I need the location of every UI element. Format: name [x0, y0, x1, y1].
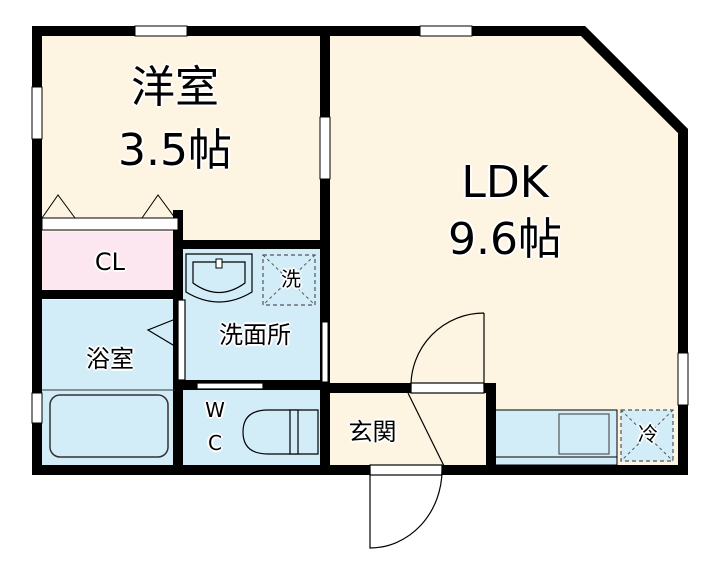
- doors: [146, 299, 485, 549]
- western-room-name: 洋室: [131, 62, 219, 113]
- entrance-label: 玄関: [348, 418, 397, 446]
- closet-floor: [37, 232, 180, 295]
- closet-label: CL: [94, 248, 126, 276]
- washer-space: [262, 254, 316, 306]
- western-room-size: 3.5帖: [118, 125, 232, 176]
- toilet-label-c: C: [208, 431, 222, 455]
- washer-label: 洗: [281, 267, 301, 291]
- bathtub: [49, 394, 169, 458]
- sink: [558, 413, 610, 455]
- ldk-size: 9.6帖: [448, 214, 562, 265]
- washroom-label: 洗面所: [219, 321, 291, 349]
- ldk-name: LDK: [461, 157, 549, 208]
- bathroom-label: 浴室: [86, 345, 134, 373]
- toilet: [242, 409, 319, 455]
- windows: [31, 25, 689, 424]
- fridge-label: 冷: [638, 422, 658, 446]
- wash-basin: [185, 253, 253, 303]
- toilet-label-w: W: [205, 398, 225, 422]
